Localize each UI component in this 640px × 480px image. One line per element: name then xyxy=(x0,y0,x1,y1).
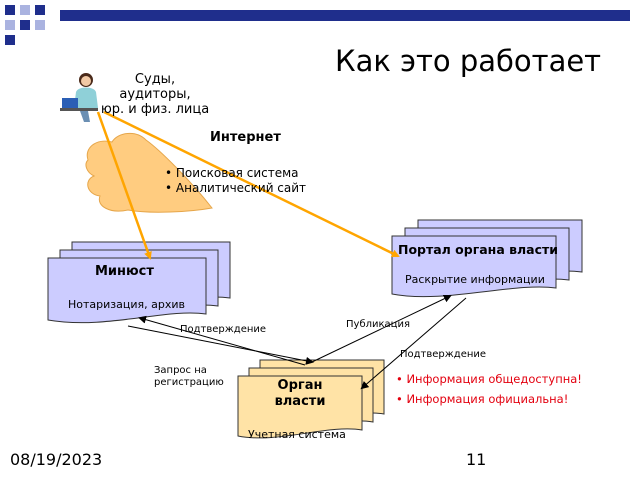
organ-stack xyxy=(237,359,385,439)
internet-item: • Аналитический сайт xyxy=(165,181,307,195)
deco-square xyxy=(5,35,15,45)
flow-label-confirm-right: Подтверждение xyxy=(400,349,487,360)
portal-stack xyxy=(391,219,583,298)
deco-square xyxy=(5,5,15,15)
organ-subtitle: Учетная система xyxy=(248,428,346,441)
internet-cloud xyxy=(85,133,213,213)
internet-list: • Поисковая система • Аналитический сайт xyxy=(165,166,306,196)
actors-line: юр. и физ. лица xyxy=(100,102,210,117)
slide-page-number: 11 xyxy=(466,450,487,469)
deco-square xyxy=(35,20,45,30)
deco-square xyxy=(5,20,15,30)
note-item: • Информация общедоступна! xyxy=(396,372,582,386)
arrow-minjust-to-organ xyxy=(127,325,314,365)
header-bar xyxy=(60,10,630,21)
minjust-stack xyxy=(47,241,231,324)
actors-line: Суды, xyxy=(134,72,176,87)
person-icon xyxy=(60,73,98,122)
slide-title: Как это работает xyxy=(335,44,602,78)
minjust-title: Минюст xyxy=(95,264,154,279)
flow-label-request: Запрос на регистрацию xyxy=(154,365,224,388)
flow-label-confirm-left: Подтверждение xyxy=(180,324,267,335)
deco-square xyxy=(20,5,30,15)
actors-line: аудиторы, xyxy=(119,87,191,102)
portal-title: Портал органа власти xyxy=(398,242,559,257)
internet-item: • Поисковая система xyxy=(165,166,299,180)
arrow-organ-to-minjust xyxy=(138,315,306,366)
arrow-user-to-minjust xyxy=(96,111,152,260)
arrow-organ-to-portal xyxy=(311,294,452,363)
flow-label-publication: Публикация xyxy=(346,319,410,330)
organ-title: Орган власти xyxy=(274,378,326,409)
internet-label: Интернет xyxy=(210,130,281,145)
actors-caption: Суды, аудиторы, юр. и физ. лица xyxy=(100,72,210,117)
deco-square xyxy=(20,20,30,30)
arrow-portal-to-organ xyxy=(360,297,467,390)
minjust-subtitle: Нотаризация, архив xyxy=(68,298,185,311)
slide-date: 08/19/2023 xyxy=(10,450,103,469)
portal-subtitle: Раскрытие информации xyxy=(405,273,545,286)
note-item: • Информация официальна! xyxy=(396,392,569,406)
deco-square xyxy=(35,5,45,15)
arrow-user-to-portal xyxy=(103,110,400,258)
notes-list: • Информация общедоступна! • Информация … xyxy=(396,369,582,409)
